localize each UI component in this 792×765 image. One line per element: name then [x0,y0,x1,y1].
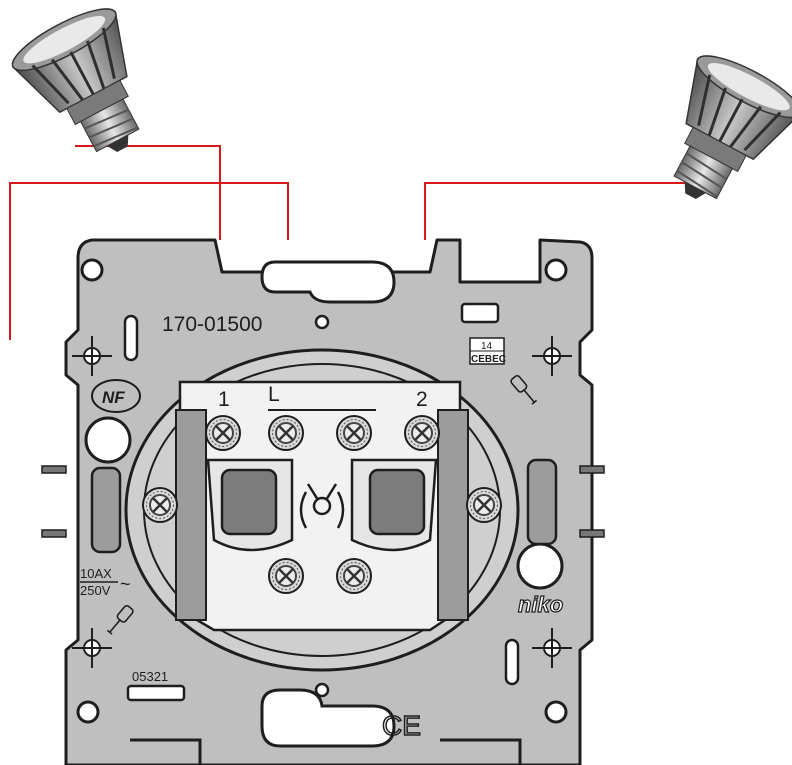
screw-terminal-L [267,414,305,452]
cebec-number: 14 [481,341,493,352]
screw-terminal-1 [204,414,242,452]
wire-supply-to-terminal-L [9,182,289,340]
screw-terminal-L2 [335,414,373,452]
model-number: 170-01500 [162,313,262,336]
rocker-contact-left [220,468,278,536]
markings: 170-01500 1 L 2 10AX 250V ~ 14 CEBEC 053… [80,313,564,742]
nf-mark: NF [102,388,125,407]
two-way-switch-icon [299,483,345,529]
terminal-L-label: L [268,383,280,406]
terminal-1-label: 1 [218,388,230,411]
cebec-label: CEBEC [471,354,506,365]
screw-terminal-2 [403,414,441,452]
brand-logo: niko [518,592,563,617]
rating-symbol: ~ [120,574,131,594]
wire-right-lamp-to-terminal-2 [424,182,686,240]
screwdriver-icon [106,604,134,635]
screwdriver-icon [510,374,538,405]
rating-voltage: 250V [80,583,111,598]
switch-mechanism [124,348,520,672]
screw-fixing-right [465,486,503,524]
rocker-contact-right [368,468,426,536]
screw-fixing-left [141,486,179,524]
terminal-2-label: 2 [416,388,428,411]
led-spot-bulb-icon [11,8,140,153]
rating-current: 10AX [80,566,112,581]
led-spot-bulb-icon [673,55,792,200]
screw-bridge-left [267,557,305,595]
wire-left-lamp-to-terminal-1 [75,145,221,240]
ce-mark: CE [382,710,421,741]
screw-bridge-right [335,557,373,595]
code-label: 05321 [132,669,168,684]
